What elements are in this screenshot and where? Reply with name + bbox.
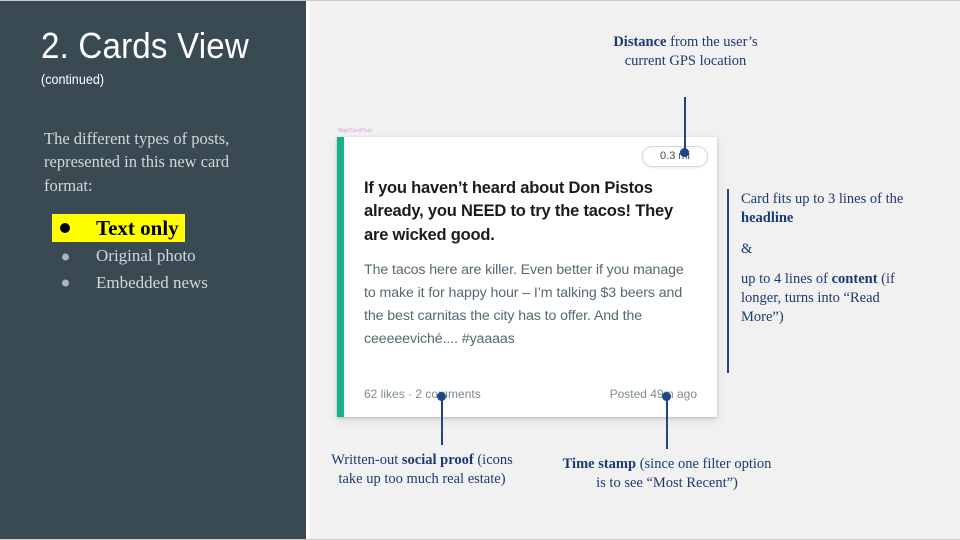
- annotation-time-bold: Time stamp: [562, 456, 637, 472]
- annotation-distance-bold: Distance: [613, 34, 667, 50]
- leader-line-distance: [684, 97, 686, 153]
- list-item-text-only[interactable]: Text only: [52, 214, 185, 243]
- leader-line-capacity: [727, 189, 729, 373]
- leader-line-time: [666, 399, 668, 449]
- list-item-original-photo[interactable]: Original photo: [52, 243, 196, 269]
- annotation-capacity-line2-post: (if longer, turns into “Read More”): [741, 270, 895, 326]
- card-headline: If you haven’t heard about Don Pistos al…: [364, 179, 673, 244]
- card-accent-bar: [337, 137, 344, 417]
- social-proof-label: 62 likes · 2 comments: [364, 387, 481, 401]
- bullet-dot-icon: [60, 223, 70, 234]
- annotation-distance-rest: from the user’s current GPS location: [624, 34, 758, 70]
- annotation-social-bold: social proof: [401, 452, 474, 468]
- annotation-capacity: Card fits up to 3 lines of the headline …: [741, 190, 921, 328]
- annotation-spacer: [741, 229, 921, 240]
- list-item-label: Text only: [96, 216, 179, 240]
- list-item-embedded-news[interactable]: Embedded news: [52, 270, 208, 296]
- card-layer-tag: Map/Card/Text: [338, 128, 372, 134]
- leader-dot-distance: [680, 148, 689, 157]
- card-footer: 62 likes · 2 comments Posted 49m ago: [364, 387, 697, 401]
- annotation-capacity-line1-pre: Card fits up to 3 lines of the: [741, 191, 904, 207]
- annotation-spacer: [741, 259, 921, 270]
- list-item-label: Original photo: [96, 246, 196, 266]
- annotation-social-proof: Written-out social proof (icons take up …: [322, 451, 522, 489]
- annotation-capacity-amp: &: [741, 240, 753, 257]
- list-item-label: Embedded news: [96, 272, 208, 292]
- left-panel: [0, 1, 306, 539]
- panel-divider: [306, 1, 310, 539]
- distance-badge[interactable]: 0.3 mi: [642, 146, 708, 167]
- card-content: The tacos here are killer. Even better i…: [364, 262, 684, 347]
- panel-body-text: The different types of posts, represente…: [44, 129, 230, 195]
- post-card[interactable]: 0.3 mi If you haven’t heard about Don Pi…: [337, 137, 717, 417]
- page-title: 2. Cards View: [41, 25, 249, 66]
- post-type-list: Text only Original photo Embedded news: [52, 214, 292, 296]
- timestamp-label: Posted 49m ago: [609, 387, 697, 401]
- leader-line-social: [441, 399, 443, 445]
- annotation-capacity-line2-bold: content: [831, 270, 878, 287]
- annotation-capacity-line1-bold: headline: [741, 210, 794, 227]
- annotation-distance: Distance from the user’s current GPS loc…: [593, 33, 778, 71]
- leader-dot-social: [437, 392, 446, 401]
- leader-dot-time: [662, 392, 671, 401]
- page-subtitle: (continued): [41, 71, 105, 87]
- annotation-time-stamp: Time stamp (since one filter option is t…: [556, 455, 778, 493]
- annotation-time-post: (since one filter option is to see “Most…: [596, 456, 772, 492]
- annotation-social-pre: Written-out: [331, 452, 402, 468]
- annotation-social-post: (icons take up too much real estate): [338, 452, 513, 488]
- bullet-dot-icon: [62, 253, 69, 261]
- bullet-dot-icon: [62, 279, 69, 287]
- annotation-capacity-line2-pre: up to 4 lines of: [741, 270, 832, 287]
